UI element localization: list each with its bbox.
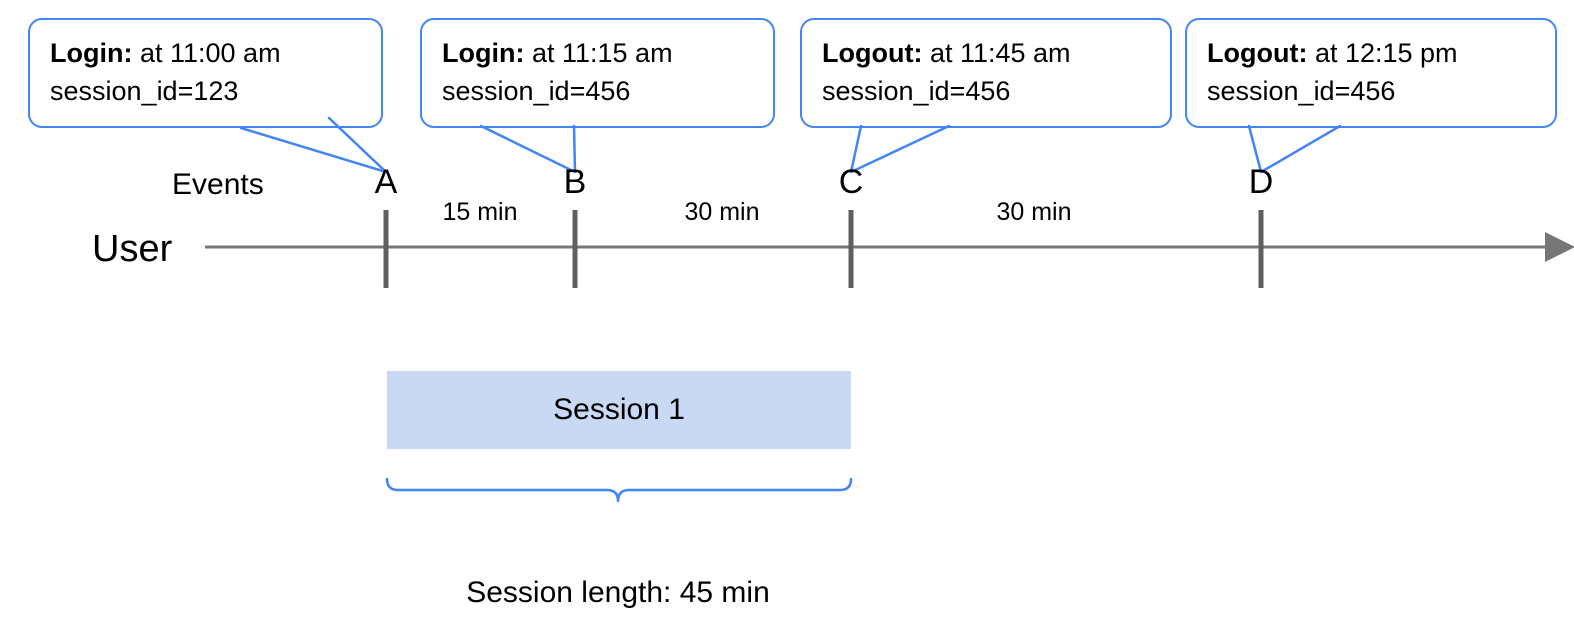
callout-bubble-c: Logout: at 11:45 am session_id=456 xyxy=(800,18,1172,128)
session-brace xyxy=(385,477,853,503)
callout-a-kind: Login: xyxy=(50,38,133,68)
event-label-a: A xyxy=(374,163,398,201)
callout-bubble-b: Login: at 11:15 am session_id=456 xyxy=(420,18,775,128)
callout-b-detail: at 11:15 am xyxy=(524,38,673,68)
callout-b-line1: Login: at 11:15 am xyxy=(442,34,755,72)
callout-bubble-a: Login: at 11:00 am session_id=123 xyxy=(28,18,383,128)
callout-d-session: session_id=456 xyxy=(1207,76,1396,107)
event-label-d: D xyxy=(1248,163,1274,201)
interval-label-bc: 30 min xyxy=(684,198,760,226)
session-bar-label: Session 1 xyxy=(553,393,685,426)
callout-b-kind: Login: xyxy=(442,38,525,68)
session-length-caption: Session length: 45 min xyxy=(466,576,770,609)
callout-c-session: session_id=456 xyxy=(822,76,1011,107)
callout-a-line1: Login: at 11:00 am xyxy=(50,34,363,72)
callout-tail-d xyxy=(1247,124,1342,174)
callout-a-detail: at 11:00 am xyxy=(132,38,281,68)
callout-tail-b xyxy=(479,124,577,174)
callout-b-session: session_id=456 xyxy=(442,76,631,107)
callout-d-kind: Logout: xyxy=(1207,38,1308,68)
callout-bubble-d: Logout: at 12:15 pm session_id=456 xyxy=(1185,18,1557,128)
event-label-c: C xyxy=(838,163,864,201)
event-label-b: B xyxy=(563,163,587,201)
interval-label-cd: 30 min xyxy=(996,198,1072,226)
callout-tail-a xyxy=(239,116,388,174)
user-lane-label: User xyxy=(92,228,173,270)
callout-d-line1: Logout: at 12:15 pm xyxy=(1207,34,1537,72)
callout-c-detail: at 11:45 am xyxy=(922,38,1071,68)
callout-c-line1: Logout: at 11:45 am xyxy=(822,34,1152,72)
events-row-label: Events xyxy=(172,168,264,201)
callout-c-kind: Logout: xyxy=(822,38,923,68)
callout-d-detail: at 12:15 pm xyxy=(1307,38,1458,68)
callout-a-session: session_id=123 xyxy=(50,76,239,107)
interval-label-ab: 15 min xyxy=(442,198,518,226)
session-bar: Session 1 xyxy=(387,371,851,449)
callout-tail-c xyxy=(849,124,951,174)
